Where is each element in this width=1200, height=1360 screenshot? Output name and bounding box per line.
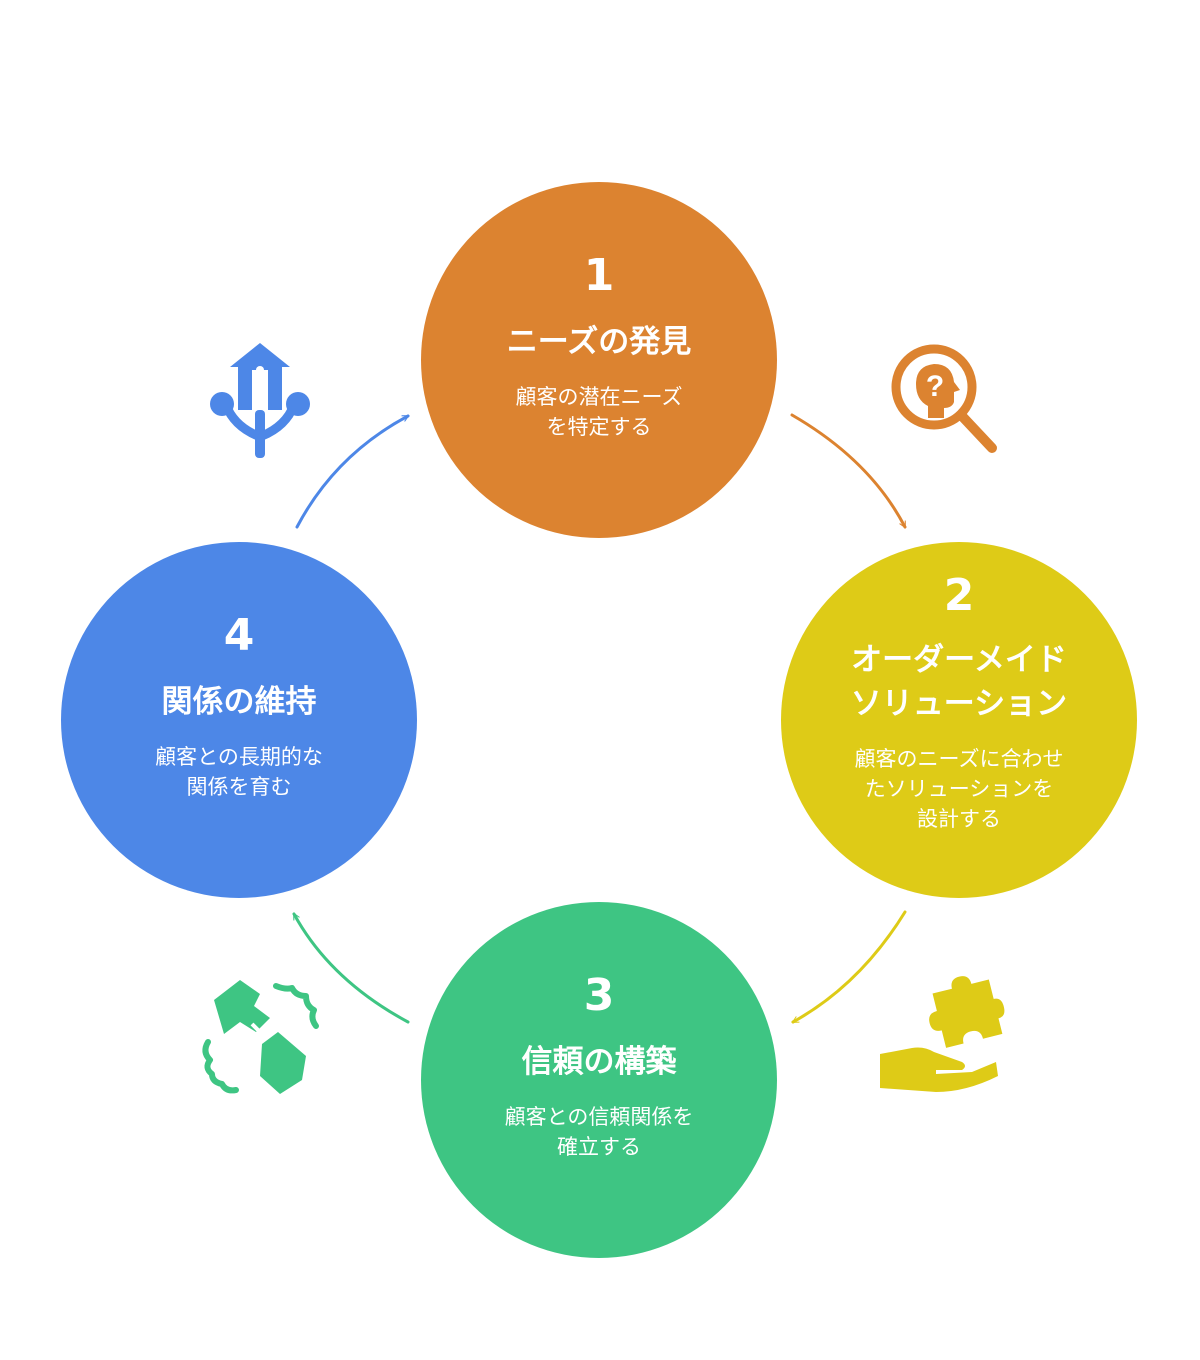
step-2-title: オーダーメイド ソリューション [850,642,1068,722]
step-3-circle: 3 信頼の構築 顧客との信頼関係を 確立する [421,902,777,1258]
step-2-description: 顧客のニーズに合わせ たソリューションを 設計する [854,747,1064,831]
step-2-number: 2 [943,570,975,621]
step-1-description: 顧客の潜在ニーズ を特定する [515,385,683,439]
arrow-3-to-4 [292,914,410,1024]
head-question-search-icon: ? [891,344,997,453]
svg-text:?: ? [926,370,944,403]
handshake-icon [202,980,319,1094]
step-3-number: 3 [583,970,615,1021]
arrow-2-to-3 [793,910,907,1024]
hand-puzzle-icon [880,976,1005,1092]
step-4-description: 顧客との長期的な 関係を育む [155,745,323,799]
step-1-circle: 1 ニーズの発見 顧客の潜在ニーズ を特定する [421,182,777,538]
step-3-description: 顧客との信頼関係を 確立する [504,1105,694,1159]
arrow-1-to-2 [790,413,907,527]
step-1-number: 1 [583,250,615,301]
step-4-number: 4 [223,610,255,661]
step-4-circle: 4 関係の維持 顧客との長期的な 関係を育む [61,542,417,898]
step-1-title: ニーズの発見 [506,324,692,360]
arrow-4-to-1 [295,414,408,529]
step-2-circle: 2 オーダーメイド ソリューション 顧客のニーズに合わせ たソリューションを 設… [781,542,1137,898]
step-3-title: 信頼の構築 [521,1044,677,1080]
growth-tree-icon [210,343,310,458]
step-4-title: 関係の維持 [161,684,317,720]
